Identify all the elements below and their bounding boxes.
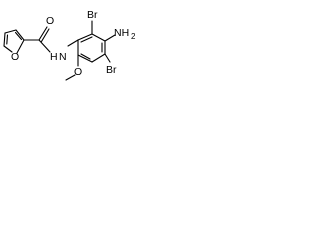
bond-ring-inner-3 bbox=[80, 53, 91, 60]
bond-methoxy-o-ch3 bbox=[65, 74, 76, 81]
amide-nitrogen-label: N bbox=[59, 51, 67, 63]
bond-furan-c5-o bbox=[3, 45, 13, 53]
bond-ring-4 bbox=[91, 53, 106, 63]
bond-nh2 bbox=[104, 34, 116, 42]
structure-diagram: O O H N Br NH 2 Br O bbox=[3, 9, 136, 81]
bond-furan-c2-c3 bbox=[15, 29, 25, 41]
bond-ring-1 bbox=[77, 33, 93, 41]
amino-nh-label: NH bbox=[114, 27, 129, 39]
amide-oxygen-label: O bbox=[46, 15, 54, 27]
methoxy-oxygen-label: O bbox=[74, 66, 82, 78]
benzene-ring bbox=[77, 33, 106, 63]
bond-ring-5 bbox=[77, 54, 93, 63]
bond-furan-o-c2 bbox=[16, 39, 25, 54]
bond-ring-2 bbox=[91, 33, 106, 42]
bond-carbonyl-n bbox=[38, 39, 51, 53]
bond-n-ring bbox=[67, 39, 79, 47]
amide-group bbox=[23, 26, 79, 53]
substituents bbox=[65, 20, 116, 81]
bond-furan-c2-c3-double bbox=[14, 31, 23, 41]
furan-ring bbox=[3, 29, 25, 54]
bond-furan-c3-c4 bbox=[4, 29, 17, 34]
bond-furan-c4-c5-double bbox=[6, 34, 9, 45]
bond-carbonyl-o-double bbox=[40, 28, 50, 43]
amide-nitrogen-h-label: H bbox=[50, 51, 58, 63]
bromo-bottom-label: Br bbox=[106, 64, 117, 76]
bond-br-bottom bbox=[104, 53, 111, 63]
bond-carbonyl-o bbox=[38, 26, 48, 41]
bromo-top-label: Br bbox=[87, 9, 98, 21]
bond-furan-c4-c5 bbox=[3, 32, 6, 47]
amino-subscript-label: 2 bbox=[131, 32, 136, 41]
furan-oxygen-label: O bbox=[11, 51, 19, 63]
bond-ring-inner-1 bbox=[80, 36, 93, 43]
